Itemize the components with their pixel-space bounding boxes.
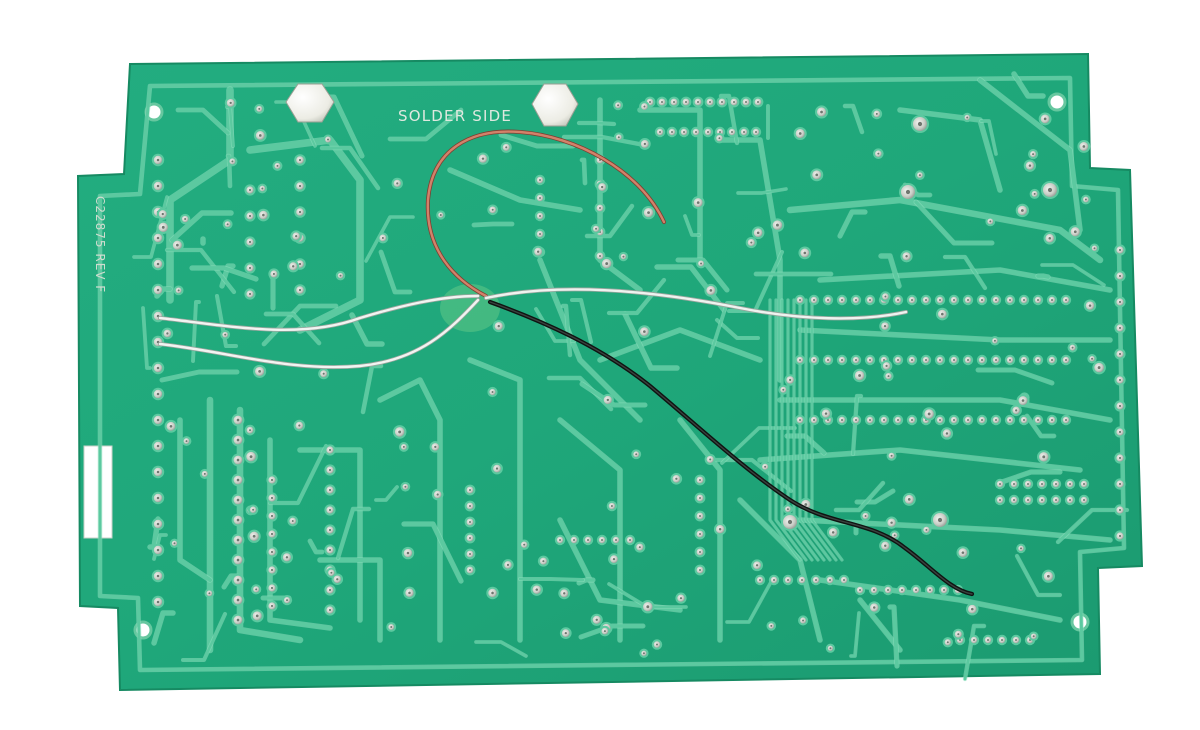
silkscreen-label: SOLDER SIDE: [398, 107, 512, 125]
copper-traces: [97, 71, 1130, 682]
nylon-standoffs: [285, 83, 579, 127]
solder-pads: [151, 96, 1126, 658]
part-number-label: C22875 REV F: [93, 196, 107, 293]
jumper-wires: [158, 129, 975, 597]
